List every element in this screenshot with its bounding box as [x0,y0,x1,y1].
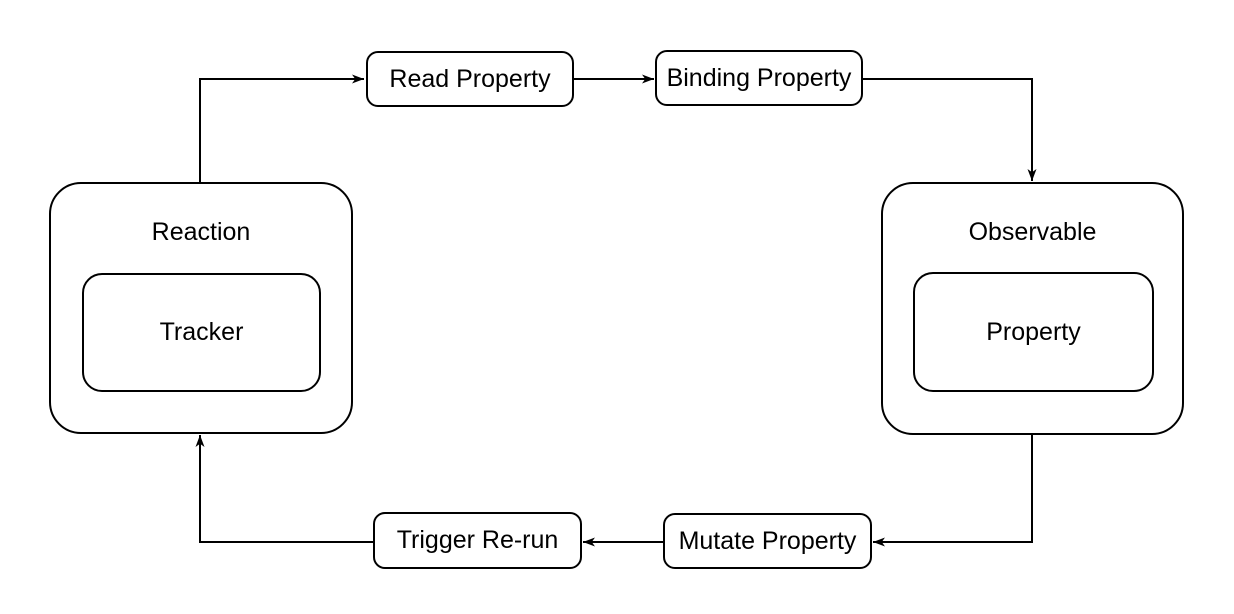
trigger-rerun-node: Trigger Re-run [373,512,582,569]
property-node: Property [913,272,1154,392]
edge-trigger-rerun-to-reaction [195,435,373,543]
reaction-node: Reaction Tracker [49,182,353,434]
read-property-label: Read Property [389,64,551,93]
mutate-property-node: Mutate Property [663,513,872,569]
trigger-rerun-label: Trigger Re-run [396,526,559,554]
tracker-label: Tracker [159,318,244,346]
observable-label: Observable [968,218,1097,246]
property-label: Property [986,317,1081,346]
tracker-node: Tracker [82,273,321,392]
mutate-property-label: Mutate Property [678,526,857,555]
edge-observable-to-mutate-property [873,435,1033,547]
binding-property-node: Binding Property [655,50,863,106]
reaction-label: Reaction [151,218,251,246]
edge-reaction-to-read-property [199,74,364,183]
read-property-node: Read Property [366,51,574,107]
observable-node: Observable Property [881,182,1184,435]
edge-binding-property-to-observable [863,78,1037,181]
binding-property-label: Binding Property [666,63,852,92]
